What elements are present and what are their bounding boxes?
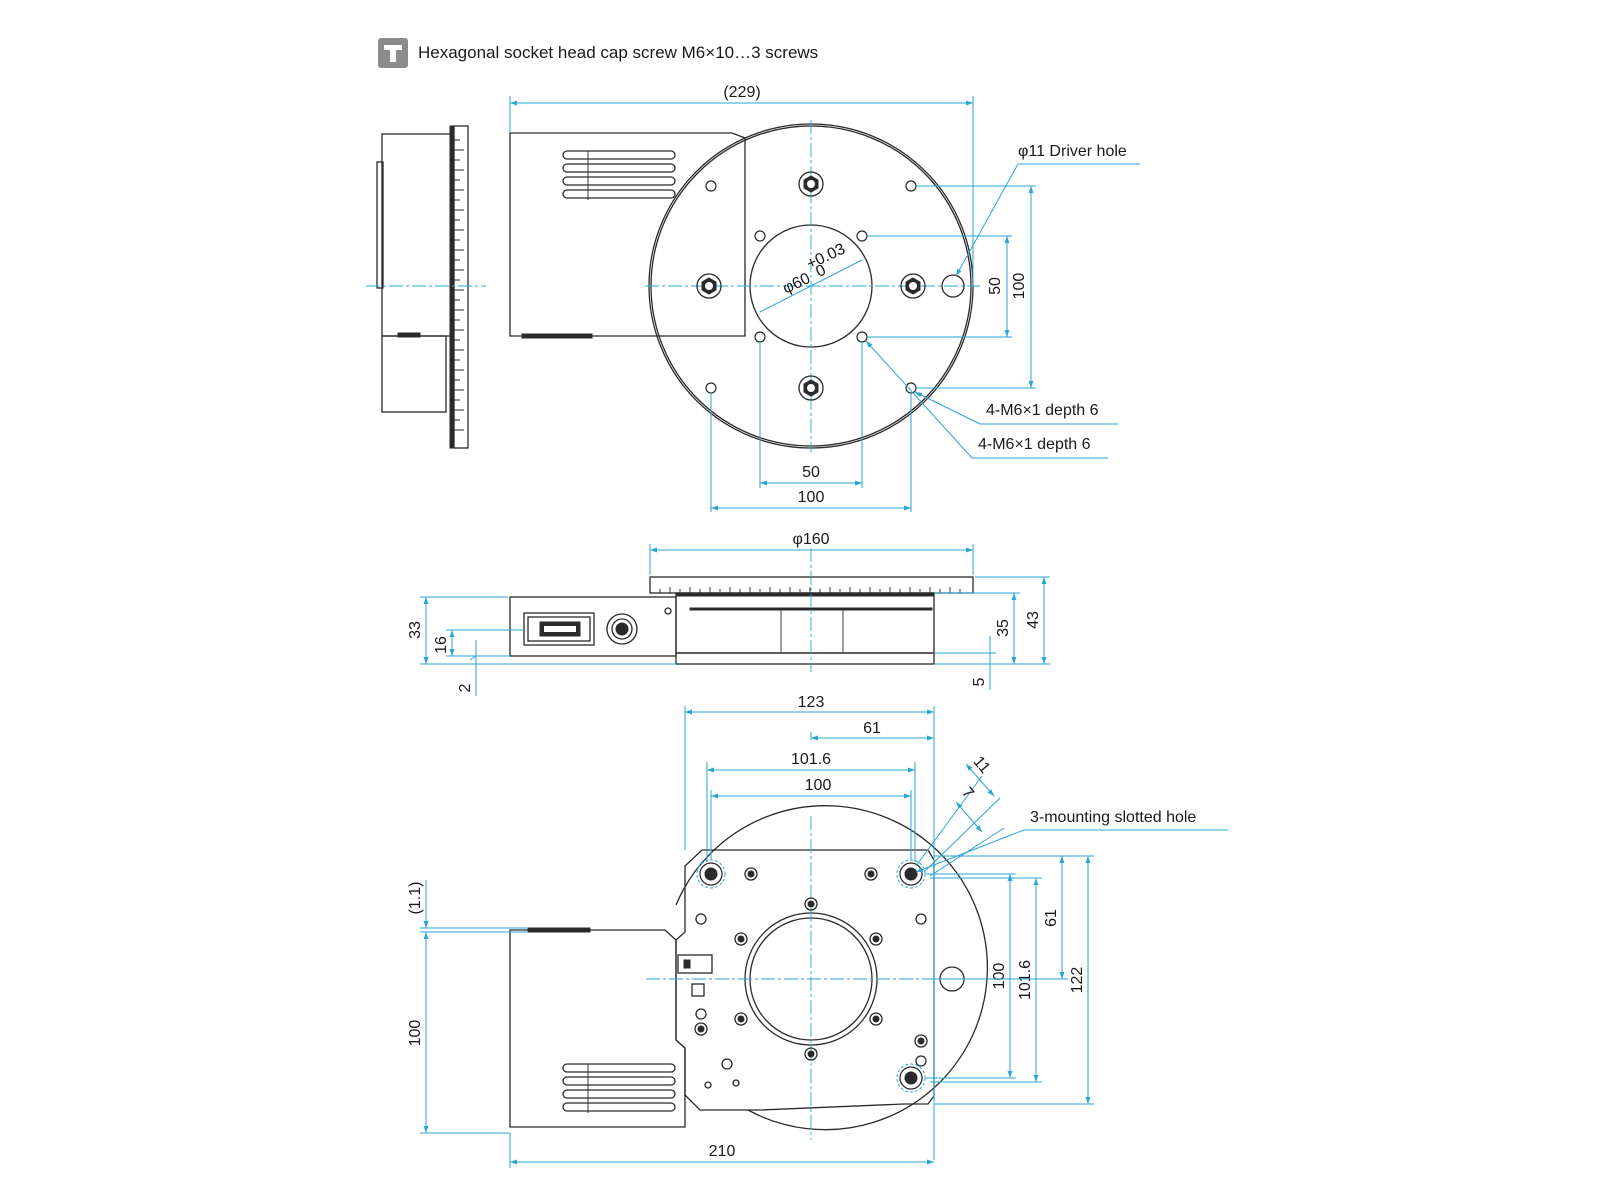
dim-pitch-inner-h: 50 bbox=[802, 464, 820, 481]
dim-table-diameter: φ160 bbox=[792, 531, 829, 548]
mounting-slots bbox=[696, 859, 926, 1093]
dim-slot-pitch-100: 100 bbox=[805, 777, 832, 794]
dim-base-offset: 2 bbox=[457, 683, 474, 692]
hex-key-glyph bbox=[384, 45, 402, 62]
tapped-holes-label-a: 4-M6×1 depth 6 bbox=[986, 402, 1099, 419]
motor-housing-top bbox=[509, 132, 746, 339]
dim-half-width: 61 bbox=[863, 720, 881, 737]
side-view-dimensions: φ160 33 16 2 35 43 5 bbox=[407, 531, 1050, 696]
dim-body-height: 35 bbox=[995, 619, 1012, 637]
bore-callout: φ60 +0.03 0 bbox=[780, 240, 848, 297]
motor-housing-bottom bbox=[509, 929, 686, 1128]
rotary-table-top bbox=[645, 120, 980, 452]
dim-pitch-inner-v: 50 bbox=[987, 277, 1004, 295]
dim-slot-width: 7 bbox=[958, 784, 977, 802]
dim-pitch-outer-v: 100 bbox=[1011, 273, 1028, 300]
dim-motor-height: 33 bbox=[407, 621, 424, 639]
driver-hole-label: φ11 Driver hole bbox=[1018, 143, 1127, 160]
side-view: φ160 33 16 2 35 43 5 bbox=[407, 531, 1050, 696]
dim-overall-width: (229) bbox=[723, 84, 760, 101]
dim-v-pitch-1016: 101.6 bbox=[1017, 960, 1034, 1000]
bottom-view-dimensions: 123 61 101.6 100 11 7 3-mounting slotted… bbox=[407, 694, 1228, 1168]
mounting-slots-label: 3-mounting slotted hole bbox=[1030, 809, 1196, 826]
cap-screw-holes bbox=[696, 171, 926, 401]
dim-overall-length: 210 bbox=[709, 1143, 736, 1160]
top-view-dimensions: (229) 50 100 50 100 φ60 +0.03 0 bbox=[509, 84, 1140, 512]
dim-pitch-outer-h: 100 bbox=[798, 489, 825, 506]
dim-plate-width: 123 bbox=[798, 694, 825, 711]
driver-hole bbox=[941, 274, 965, 298]
tapped-holes-label-b: 4-M6×1 depth 6 bbox=[978, 436, 1091, 453]
dim-connector-height: 16 bbox=[433, 636, 450, 654]
plate-holes bbox=[694, 867, 928, 1089]
left-side-view bbox=[366, 125, 486, 449]
dim-v-total: 122 bbox=[1069, 967, 1086, 994]
dim-motor-depth: 100 bbox=[407, 1020, 424, 1047]
dim-v-half: 61 bbox=[1043, 909, 1060, 927]
dim-v-pitch-100: 100 bbox=[991, 963, 1008, 990]
top-view: (229) 50 100 50 100 φ60 +0.03 0 bbox=[366, 84, 1140, 512]
dim-bottom-step: 5 bbox=[971, 677, 988, 686]
base-plate-bottom bbox=[675, 849, 935, 1111]
dim-slot-length: 11 bbox=[970, 753, 994, 777]
dim-total-height: 43 bbox=[1025, 611, 1042, 629]
tapped-holes bbox=[705, 180, 917, 394]
vent-slots-bottom bbox=[562, 1063, 676, 1113]
vent-slots-top bbox=[562, 150, 676, 200]
dim-slot-pitch-1016: 101.6 bbox=[791, 751, 831, 768]
bottom-view: 123 61 101.6 100 11 7 3-mounting slotted… bbox=[407, 694, 1228, 1168]
dim-motor-offset: (1.1) bbox=[407, 882, 424, 915]
screw-note-text: Hexagonal socket head cap screw M6×10…3 … bbox=[418, 43, 818, 62]
base-disc-bottom bbox=[675, 805, 989, 1131]
screw-note: Hexagonal socket head cap screw M6×10…3 … bbox=[378, 38, 818, 68]
